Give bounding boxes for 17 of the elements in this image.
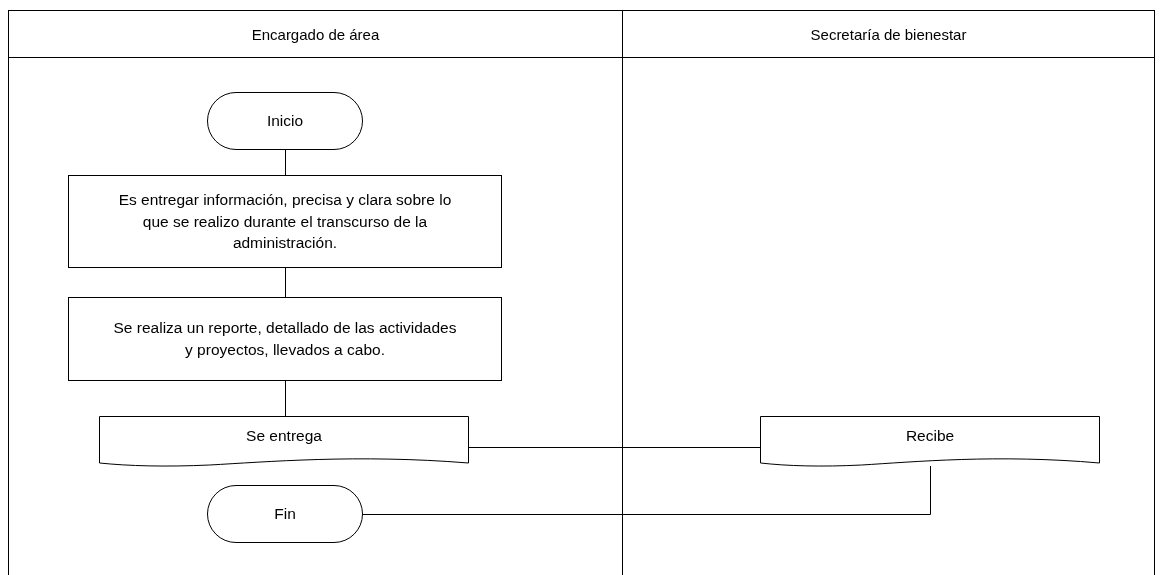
- node-text: Se entrega: [246, 426, 322, 446]
- node-text: Se realiza un reporte, detallado de las actividades y proyectos, llevados a cabo.: [112, 318, 458, 360]
- node-text: Fin: [274, 504, 296, 525]
- lane-title: Encargado de área: [251, 25, 380, 43]
- connector-line: [468, 447, 761, 448]
- lane-title: Secretaría de bienestar: [810, 25, 967, 43]
- swimlane: [8, 10, 623, 575]
- node-text: Recibe: [905, 426, 955, 446]
- connector-line: [285, 380, 286, 417]
- connector-line: [362, 465, 931, 515]
- process-box: [68, 175, 502, 268]
- node-text: Es entregar información, precisa y clara sobre lo que se realizo durante el transcurso de la administración.: [117, 189, 453, 254]
- connector-line: [285, 267, 286, 298]
- process-box: [68, 297, 502, 381]
- swimlane: [622, 10, 1155, 575]
- connector-line: [285, 149, 286, 176]
- node-text: Inicio: [266, 111, 304, 132]
